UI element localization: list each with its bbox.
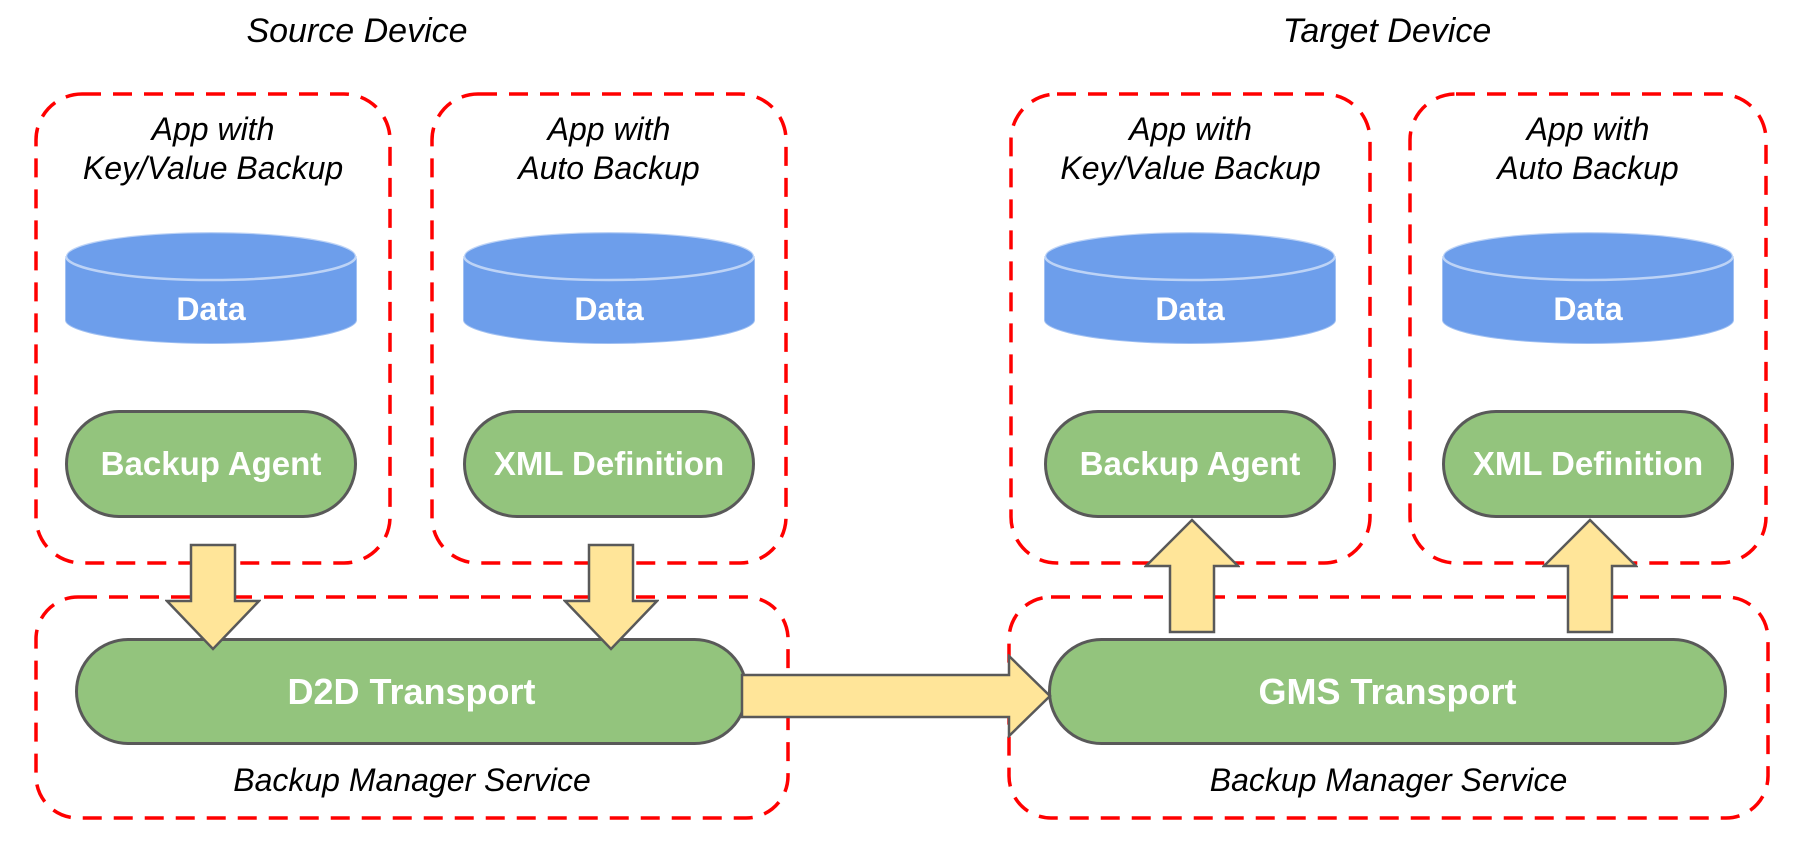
data-store-cylinder: Data	[64, 230, 358, 345]
data-store-cylinder: Data	[462, 230, 756, 345]
app-box-target-keyvalue	[1009, 92, 1372, 565]
app-label-line1: App with	[1526, 111, 1650, 147]
component-pill-xml-definition: XML Definition	[1442, 410, 1734, 518]
source-device-title: Source Device	[246, 12, 468, 50]
data-store-label: Data	[1553, 291, 1623, 327]
component-pill-xml-definition: XML Definition	[463, 410, 755, 518]
transport-label: D2D Transport	[287, 670, 536, 712]
app-label-line1: App with	[151, 111, 275, 147]
component-pill-backup-agent: Backup Agent	[65, 410, 357, 518]
app-label-source-auto: App with Auto Backup	[430, 110, 788, 188]
app-label-line1: App with	[1129, 111, 1252, 147]
app-label-line2: Key/Value Backup	[1060, 150, 1321, 186]
up-arrow-icon	[1144, 518, 1240, 634]
app-label-line1: App with	[547, 111, 671, 147]
data-store-label: Data	[1155, 291, 1225, 327]
down-arrow-icon	[165, 543, 261, 651]
service-box-source	[34, 595, 790, 820]
target-device-title: Target Device	[1282, 12, 1492, 50]
component-label: Backup Agent	[1079, 445, 1301, 482]
app-label-line2: Key/Value Backup	[82, 150, 344, 186]
app-label-line2: Auto Backup	[1497, 150, 1679, 186]
up-arrow-icon	[1542, 518, 1638, 634]
data-store-label: Data	[574, 291, 644, 327]
right-arrow-icon	[740, 654, 1052, 738]
app-label-target-auto: App with Auto Backup	[1408, 110, 1768, 188]
component-label: XML Definition	[493, 445, 725, 482]
down-arrow-icon	[563, 543, 659, 651]
component-label: Backup Agent	[100, 445, 322, 482]
component-label: XML Definition	[1472, 445, 1704, 482]
app-label-target-keyvalue: App with Key/Value Backup	[1009, 110, 1372, 188]
data-store-cylinder: Data	[1441, 230, 1735, 345]
data-store-cylinder: Data	[1043, 230, 1337, 345]
transport-pill-gms: GMS Transport	[1048, 638, 1727, 745]
service-label-source: Backup Manager Service	[233, 762, 591, 798]
service-label-target: Backup Manager Service	[1209, 762, 1568, 798]
component-pill-backup-agent: Backup Agent	[1044, 410, 1336, 518]
data-store-label: Data	[176, 291, 246, 327]
transport-label: GMS Transport	[1258, 670, 1517, 712]
app-label-source-keyvalue: App with Key/Value Backup	[34, 110, 392, 188]
transport-pill-d2d: D2D Transport	[75, 638, 748, 745]
app-label-line2: Auto Backup	[518, 150, 700, 186]
